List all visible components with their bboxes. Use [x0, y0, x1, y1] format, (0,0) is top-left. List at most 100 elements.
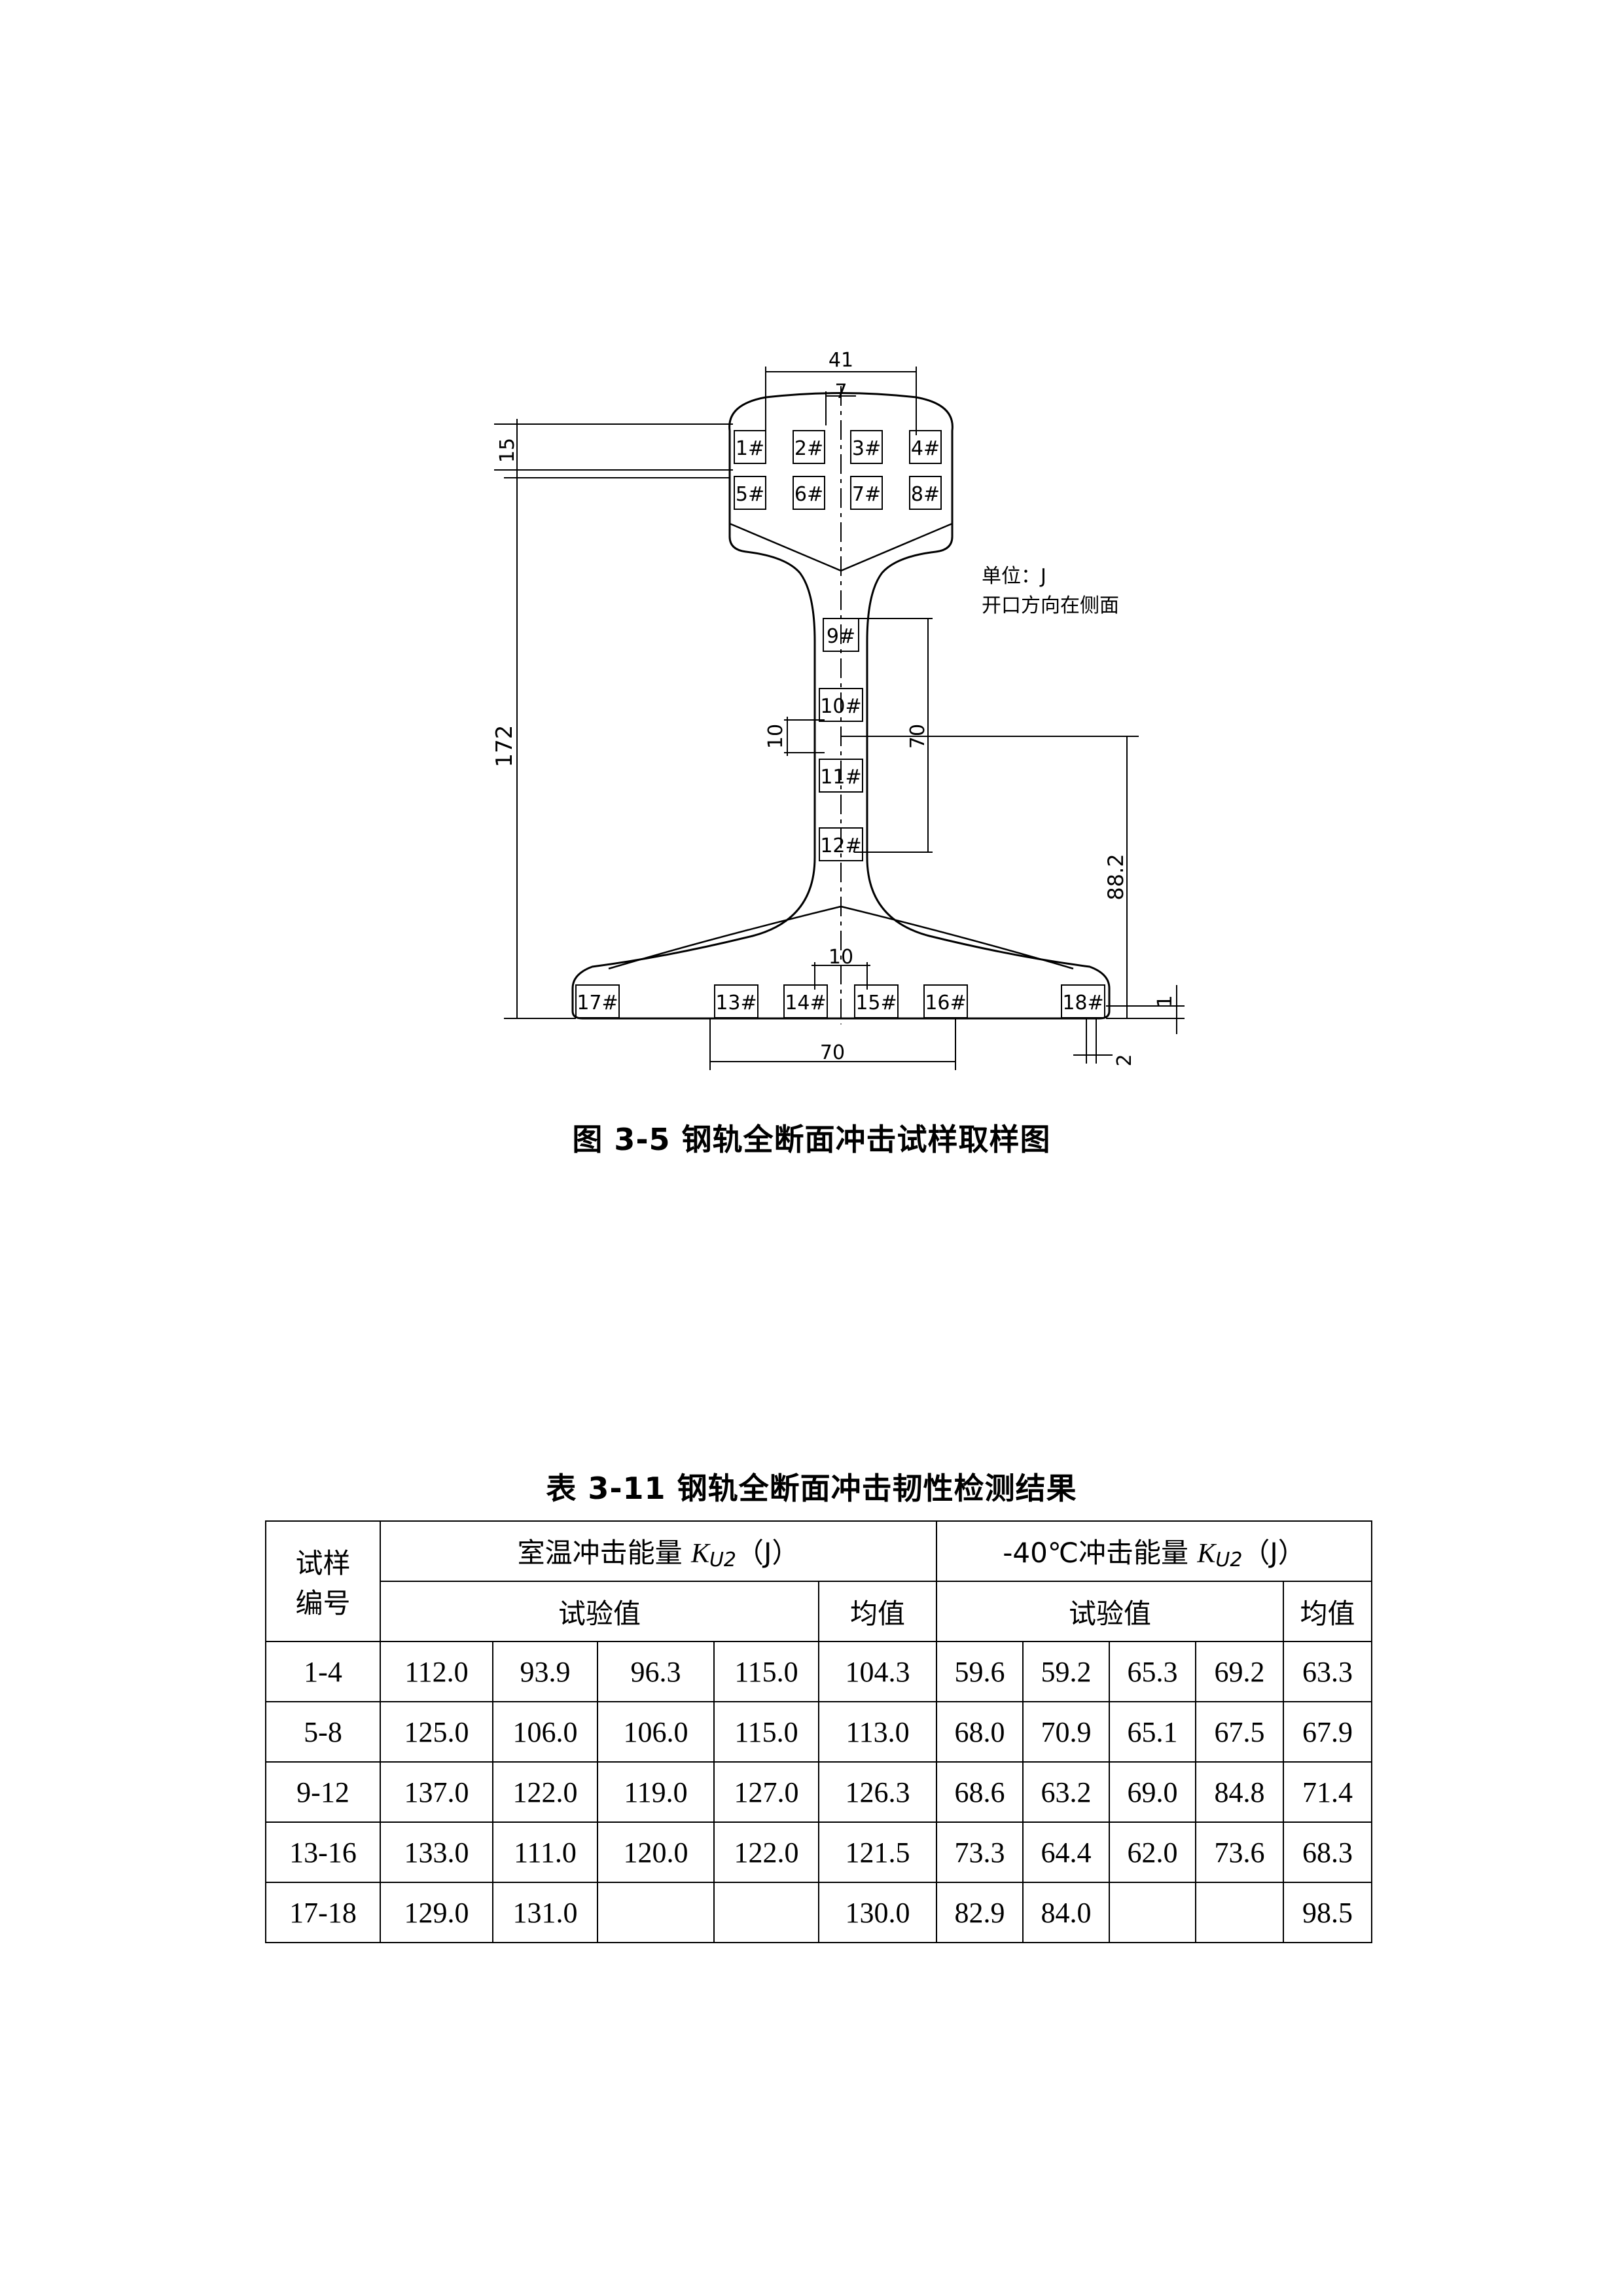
- table-caption: 表 3-11 钢轨全断面冲击韧性检测结果: [546, 1471, 1077, 1506]
- cold-value-cell: [1195, 1882, 1284, 1943]
- specimen-label: 2#: [794, 437, 823, 460]
- room-value-cell: 119.0: [597, 1761, 715, 1823]
- room-value-cell: 96.3: [597, 1641, 715, 1702]
- unit-note-line2: 开口方向在侧面: [982, 594, 1119, 617]
- cold-value-cell: 73.6: [1195, 1821, 1284, 1883]
- specimen-label: 15#: [855, 992, 897, 1014]
- dim-label-web-ten: 10: [764, 724, 787, 749]
- specimen-box: 17#: [575, 984, 620, 1018]
- dim-foot-two: [1073, 1018, 1113, 1064]
- room-value-cell: 137.0: [380, 1761, 493, 1823]
- room-value-cell: 131.0: [492, 1882, 598, 1943]
- specimen-label: 14#: [785, 992, 826, 1014]
- specimen-label: 16#: [925, 992, 966, 1014]
- cold-mean-cell: 68.3: [1282, 1821, 1373, 1883]
- dim-top-seven: [825, 391, 856, 425]
- dim-neutral-height: [841, 736, 1139, 1018]
- dim-label-foot-seventy: 70: [820, 1041, 845, 1064]
- sample-id-cell: 5-8: [265, 1701, 381, 1763]
- cold-value-cell: 84.0: [1022, 1882, 1110, 1943]
- room-value-cell: 106.0: [492, 1701, 598, 1763]
- sample-id-cell: 1-4: [265, 1641, 381, 1702]
- cold-value-cell: 63.2: [1022, 1761, 1110, 1823]
- dim-foot-seventy: [709, 1018, 956, 1070]
- unit-note-line1: 单位：J: [982, 565, 1046, 588]
- room-value-cell: 133.0: [380, 1821, 493, 1883]
- cold-value-cell: 67.5: [1195, 1701, 1284, 1763]
- room-value-cell: 120.0: [597, 1821, 715, 1883]
- cold-value-cell: 69.0: [1109, 1761, 1196, 1823]
- cold-value-cell: 59.2: [1022, 1641, 1110, 1702]
- room-value-cell: 129.0: [380, 1882, 493, 1943]
- specimen-label: 12#: [820, 834, 861, 857]
- rail-outline: [571, 392, 1111, 1020]
- table-header-row: 试样编号 室温冲击能量 KU2（J） -40℃冲击能量 KU2（J）: [265, 1520, 1373, 1642]
- specimen-label: 9#: [827, 625, 855, 648]
- room-value-cell: 125.0: [380, 1701, 493, 1763]
- specimen-box: 10#: [819, 688, 863, 722]
- figure-caption: 图 3-5 钢轨全断面冲击试样取样图: [572, 1122, 1051, 1157]
- specimen-label: 8#: [911, 483, 940, 506]
- cold-mean-cell: 67.9: [1282, 1701, 1373, 1763]
- cold-test-values-header: 试验值: [936, 1581, 1284, 1642]
- room-value-cell: [713, 1882, 819, 1943]
- room-value-cell: [597, 1882, 715, 1943]
- sample-id-cell: 17-18: [265, 1882, 381, 1943]
- specimen-label: 3#: [852, 437, 881, 460]
- dim-web-ten: [784, 717, 825, 756]
- specimen-label: 7#: [852, 483, 881, 506]
- room-test-values-header: 试验值: [380, 1581, 819, 1642]
- room-value-cell: 115.0: [713, 1641, 819, 1702]
- specimen-label: 1#: [736, 437, 764, 460]
- impact-results-table: 试样编号 室温冲击能量 KU2（J） -40℃冲击能量 KU2（J） 试验值 均…: [265, 1520, 1373, 1943]
- dim-head-depth: [494, 419, 733, 478]
- cold-value-cell: 84.8: [1195, 1761, 1284, 1823]
- specimen-box: 15#: [854, 984, 899, 1018]
- dim-label-web-seventy: 70: [906, 724, 929, 749]
- sample-id-cell: 13-16: [265, 1821, 381, 1883]
- specimen-label: 5#: [736, 483, 764, 506]
- dim-label-head-depth: 15: [496, 438, 519, 463]
- dim-head-width: [765, 367, 917, 435]
- specimen-label: 11#: [820, 766, 861, 789]
- specimen-label: 17#: [577, 992, 618, 1014]
- room-mean-cell: 130.0: [818, 1882, 937, 1943]
- cold-value-cell: 68.0: [936, 1701, 1024, 1763]
- specimen-label: 13#: [715, 992, 757, 1014]
- dim-label-top-seven: 7: [834, 380, 847, 403]
- cold-value-cell: 65.1: [1109, 1701, 1196, 1763]
- dim-label-foot-two: 2: [1113, 1054, 1136, 1066]
- cold-value-cell: 64.4: [1022, 1821, 1110, 1883]
- specimen-box: 13#: [714, 984, 758, 1018]
- cold-value-cell: 73.3: [936, 1821, 1024, 1883]
- specimen-box: 18#: [1061, 984, 1105, 1018]
- room-mean-cell: 113.0: [818, 1701, 937, 1763]
- cold-mean-cell: 98.5: [1282, 1882, 1373, 1943]
- cold-value-cell: 65.3: [1109, 1641, 1196, 1702]
- cold-value-cell: [1109, 1882, 1196, 1943]
- room-value-cell: 115.0: [713, 1701, 819, 1763]
- specimen-box: 5#: [734, 476, 766, 510]
- specimen-box: 16#: [923, 984, 968, 1018]
- table-subheader-row: 试验值 均值 试验值 均值: [266, 1581, 1373, 1642]
- room-value-cell: 106.0: [597, 1701, 715, 1763]
- room-value-cell: 122.0: [713, 1821, 819, 1883]
- cold-mean-cell: 63.3: [1282, 1641, 1373, 1702]
- dim-label-foot-ten: 10: [829, 946, 853, 969]
- room-value-cell: 127.0: [713, 1761, 819, 1823]
- dim-label-height: 172: [491, 725, 518, 768]
- specimen-box: 3#: [850, 430, 883, 464]
- cold-value-cell: 70.9: [1022, 1701, 1110, 1763]
- sample-id-header: 试样编号: [265, 1520, 381, 1642]
- cold-value-cell: 62.0: [1109, 1821, 1196, 1883]
- room-temp-header: 室温冲击能量 KU2（J）: [380, 1520, 937, 1582]
- specimen-box: 8#: [909, 476, 942, 510]
- room-mean-cell: 121.5: [818, 1821, 937, 1883]
- cold-mean-header: 均值: [1282, 1581, 1373, 1642]
- dim-label-neutral-height: 88.2: [1103, 853, 1128, 900]
- specimen-label: 10#: [820, 695, 861, 718]
